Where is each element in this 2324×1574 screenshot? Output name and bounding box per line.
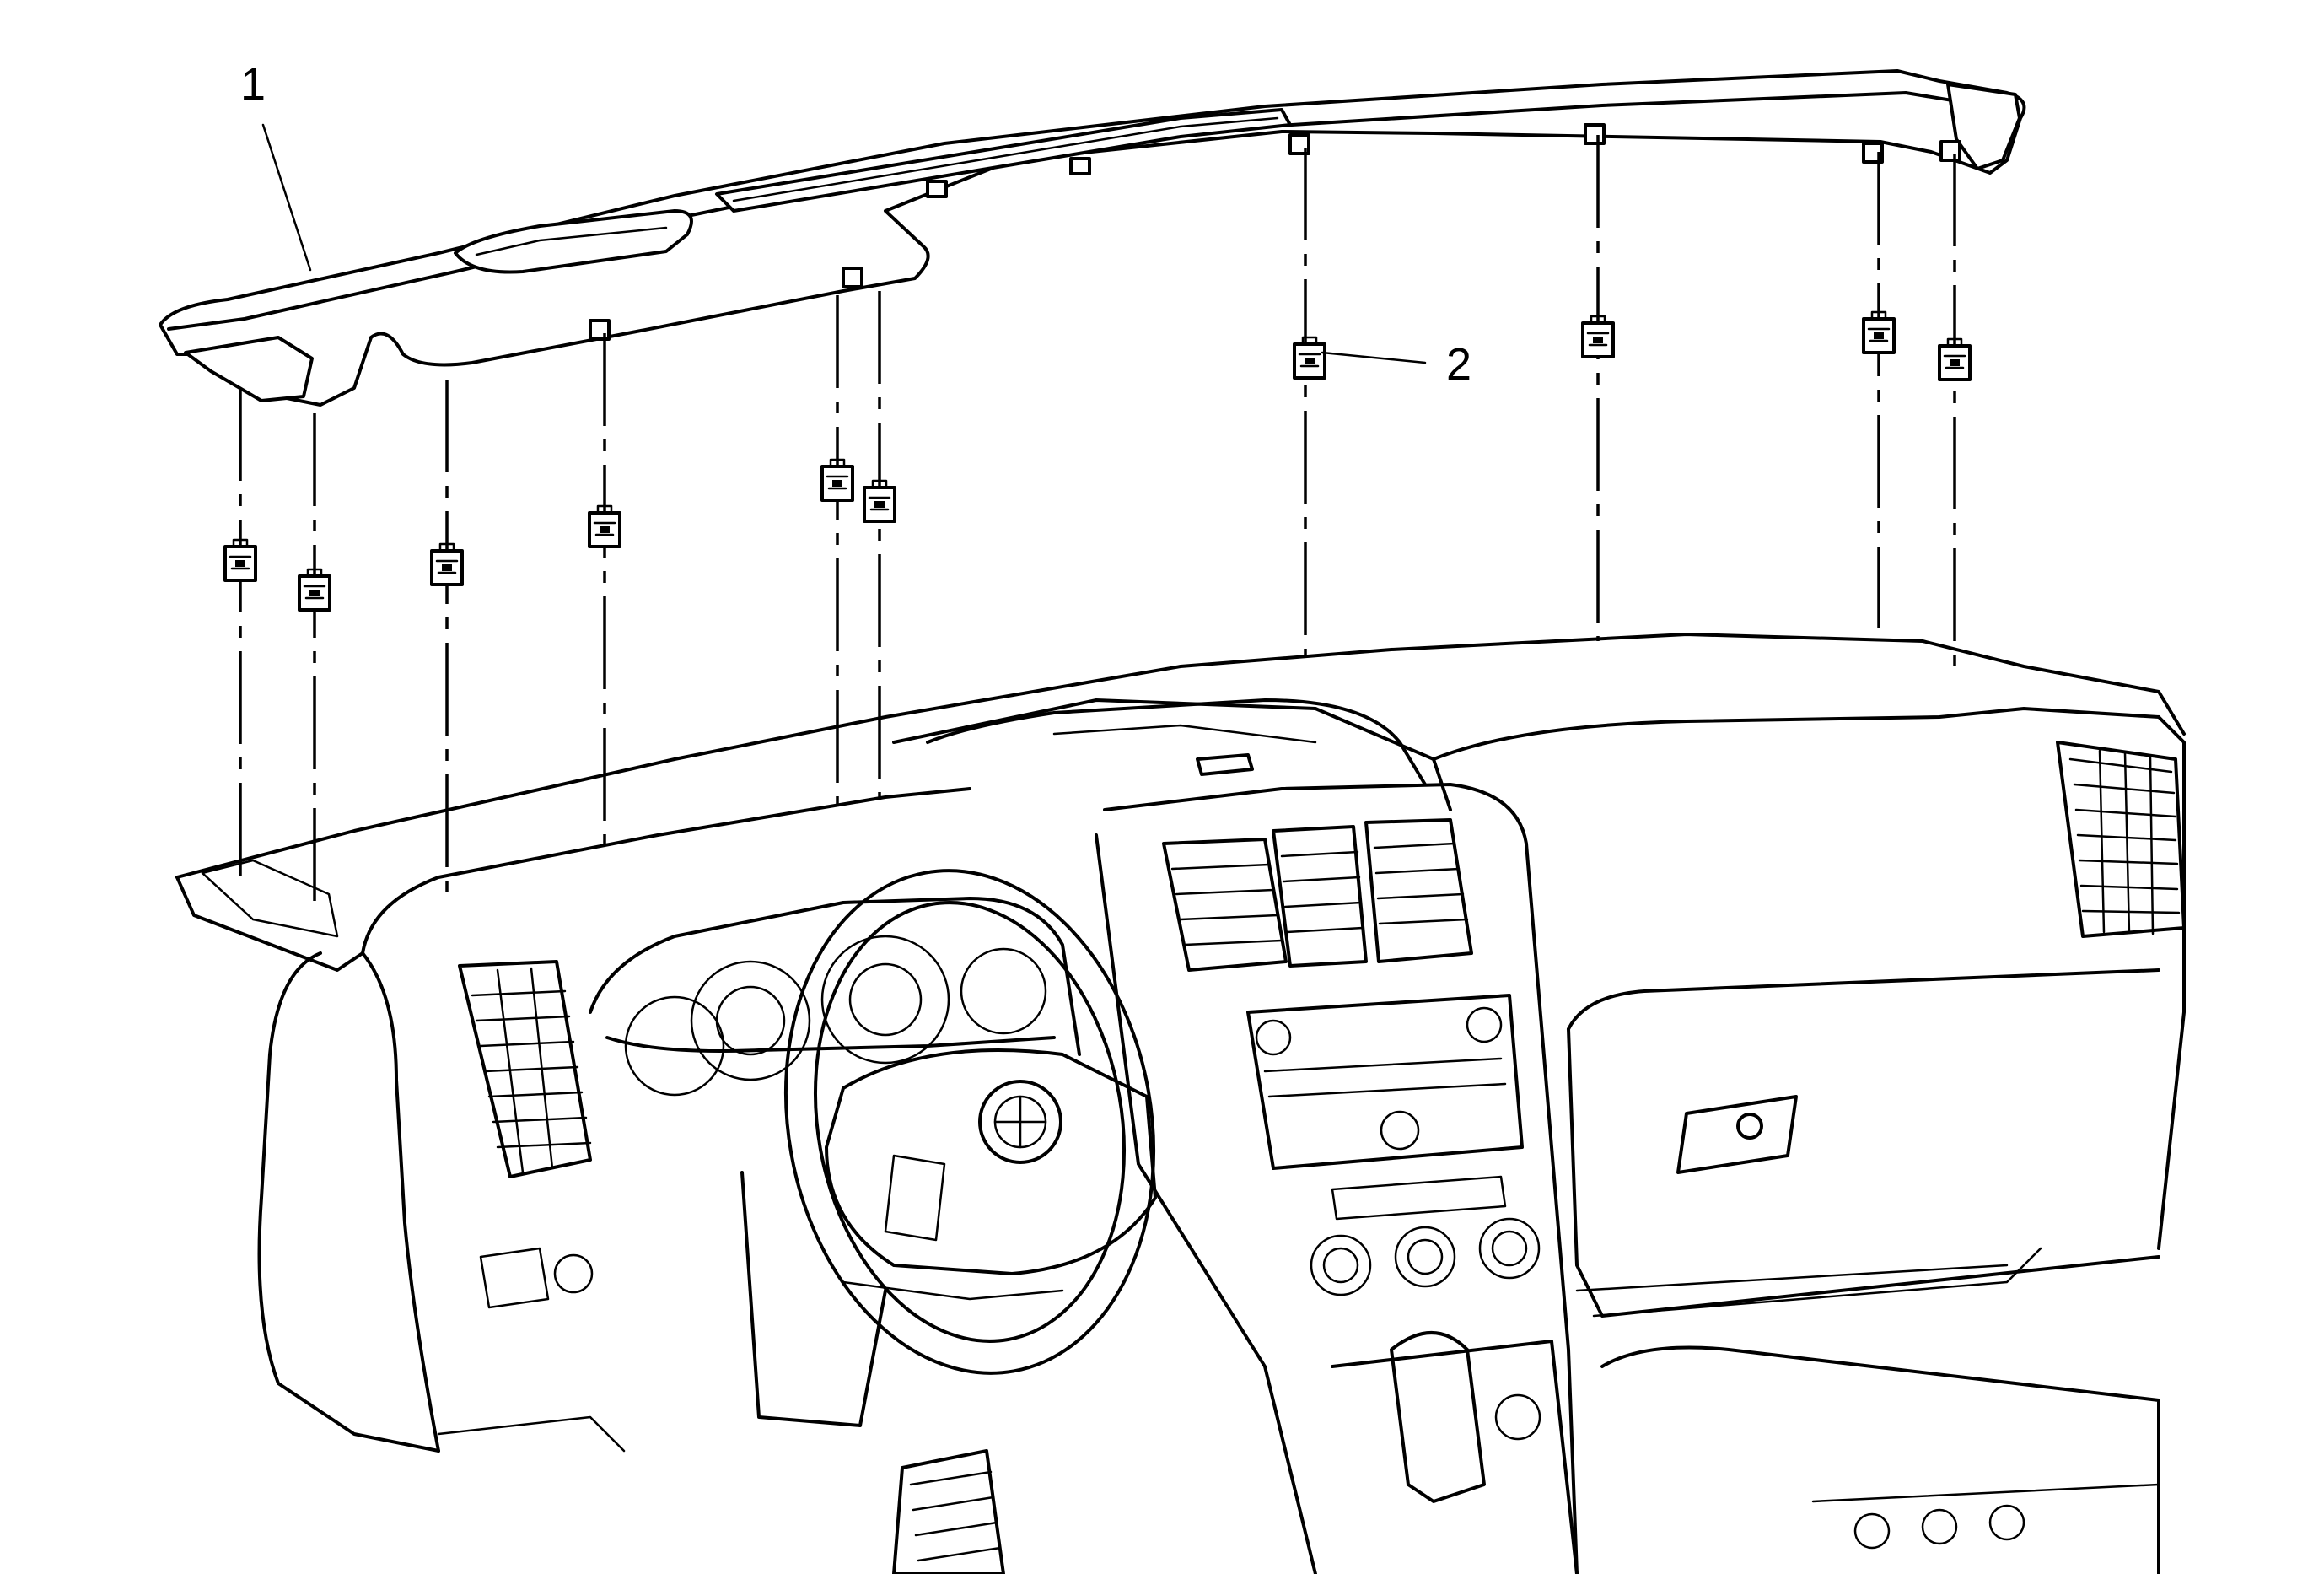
retainer-clip xyxy=(820,458,854,502)
retainer-clip xyxy=(1293,336,1326,380)
retainer-clip xyxy=(863,479,896,523)
retainer-clip xyxy=(1862,310,1896,354)
retainer-clip xyxy=(588,504,621,548)
instrument-panel xyxy=(175,633,2186,1574)
retainer-clip xyxy=(430,542,464,586)
callout-2-label: 2 xyxy=(1446,339,1471,390)
retainer-clip xyxy=(298,568,331,612)
retainer-clips xyxy=(223,310,1972,612)
callout-1-label: 1 xyxy=(240,59,266,110)
retainer-clip xyxy=(223,538,257,582)
clip-alignment-lines xyxy=(239,135,1956,911)
callout-1: 1 xyxy=(240,59,312,272)
upper-trim-panel xyxy=(159,69,2026,407)
steering-wheel xyxy=(740,869,1157,1427)
retainer-clip xyxy=(1581,315,1615,358)
callout-2: 2 xyxy=(1321,339,1471,390)
centre-stack xyxy=(1095,783,1579,1574)
retainer-clip xyxy=(1938,337,1972,381)
